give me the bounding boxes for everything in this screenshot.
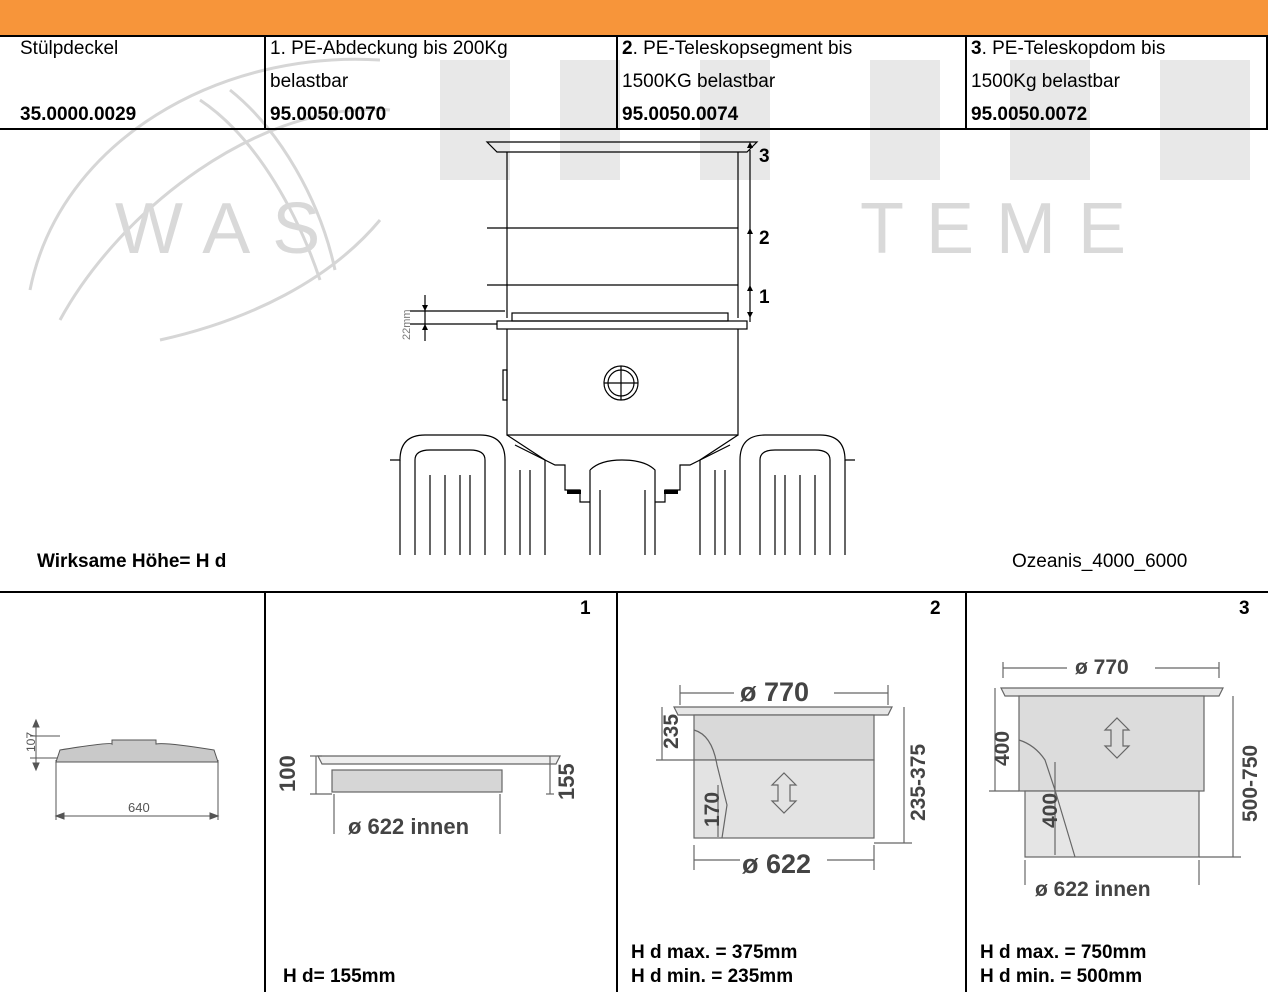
part3-bottom-diameter: ø 622 innen: [1035, 878, 1151, 901]
col-divider: [264, 591, 266, 992]
part3-hd-min: H d min. = 500mm: [980, 966, 1143, 987]
part2-hd-min: H d min. = 235mm: [631, 966, 794, 987]
col-divider: [264, 35, 266, 130]
cover-width-label: 640: [128, 800, 150, 815]
header-bar: [0, 0, 1268, 37]
product-name: 3. PE-Teleskopdom bis: [971, 38, 1166, 59]
cover-drawing: 107 640: [24, 718, 220, 820]
product-name: 1. PE-Abdeckung bis 200Kg: [270, 38, 508, 59]
tank-assembly-diagram: 22mm 3 2 1: [390, 141, 855, 555]
watermark-text-left: WAS: [115, 189, 343, 269]
marker-2: 2: [759, 228, 770, 249]
product-code: 35.0000.0029: [20, 104, 137, 125]
product-name: 2. PE-Teleskopsegment bis: [622, 38, 853, 59]
product-name-line2: 1500Kg belastbar: [971, 71, 1120, 92]
part3-height-right: 500-750: [1239, 745, 1262, 822]
model-caption: Ozeanis_4000_6000: [1012, 551, 1188, 572]
product-name-line2: belastbar: [270, 71, 349, 92]
part1-height-right: 155: [554, 763, 579, 800]
part-number-3: 3: [1239, 598, 1250, 619]
product-code: 95.0050.0072: [971, 104, 1088, 125]
dim-22mm-label: 22mm: [401, 309, 413, 340]
part3-height-inner: 400: [1039, 793, 1062, 828]
cover-height-label: 107: [24, 732, 38, 752]
part2-bottom-diameter: ø 622: [742, 849, 811, 879]
col-divider: [965, 35, 967, 130]
product-name: Stülpdeckel: [20, 38, 119, 59]
part2-drawing: ø 770 235 170 235-375 ø 622: [656, 677, 930, 879]
part2-height-right: 235-375: [907, 744, 930, 821]
part-number-1: 1: [580, 598, 591, 619]
col-divider: [965, 591, 967, 992]
part1-height-left: 100: [275, 755, 300, 792]
watermark-logo: [28, 57, 1250, 342]
part3-drawing: ø 770 400 400 500-750 ø 622 innen: [989, 656, 1262, 901]
part1-drawing: 100 155 ø 622 innen: [275, 755, 579, 839]
row-divider-top: [0, 128, 1268, 130]
col-divider: [616, 35, 618, 130]
marker-3: 3: [759, 146, 770, 167]
part2-top-diameter: ø 770: [740, 677, 809, 707]
watermark-text-right: TEME: [860, 189, 1149, 269]
part2-height-left: 235: [660, 714, 683, 749]
product-name-line2: 1500KG belastbar: [622, 71, 776, 92]
part-number-2: 2: [930, 598, 941, 619]
product-code: 95.0050.0070: [270, 104, 387, 125]
col-divider: [616, 591, 618, 992]
part3-top-diameter: ø 770: [1075, 656, 1129, 679]
part3-height-left: 400: [991, 731, 1014, 766]
effective-height-caption: Wirksame Höhe= H d: [37, 551, 227, 572]
part1-hd: H d= 155mm: [283, 966, 396, 987]
col-divider: [1266, 35, 1268, 130]
product-code: 95.0050.0074: [622, 104, 739, 125]
part1-diameter: ø 622 innen: [348, 814, 469, 839]
part2-hd-max: H d max. = 375mm: [631, 942, 798, 963]
marker-1: 1: [759, 287, 770, 308]
row-divider-bottom: [0, 591, 1268, 593]
part2-height-inner: 170: [701, 792, 724, 827]
part3-hd-max: H d max. = 750mm: [980, 942, 1147, 963]
